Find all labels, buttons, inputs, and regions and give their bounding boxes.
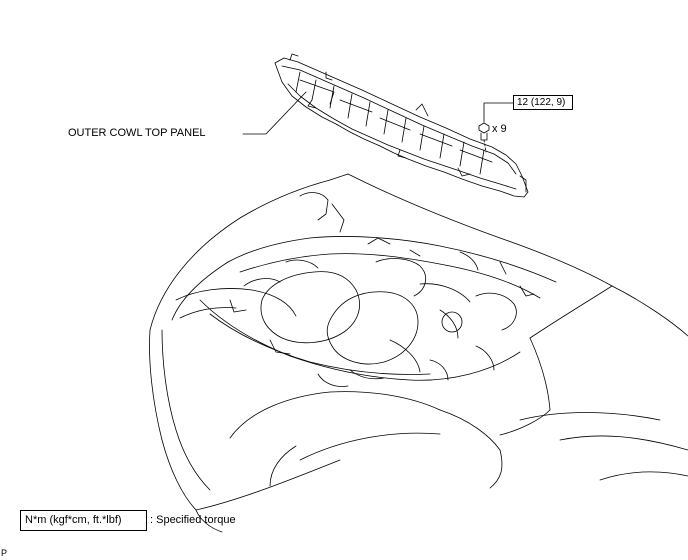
bolt-icon [478,122,490,153]
outer-cowl-top-panel-drawing [274,53,529,198]
torque-spec-box: 12 (122, 9) [513,95,573,110]
engine-bay-components [199,192,557,387]
legend-unit-box: N*m (kgf*cm, ft.*lbf) [20,510,147,531]
vehicle-body-outline [149,173,688,533]
part-label: OUTER COWL TOP PANEL [68,127,206,139]
torque-leader-line [483,102,514,123]
fastener-quantity: x 9 [492,123,507,135]
part-leader-line [242,91,307,135]
footer-code: P [1,548,8,558]
legend-description: : Specified torque [150,514,236,526]
